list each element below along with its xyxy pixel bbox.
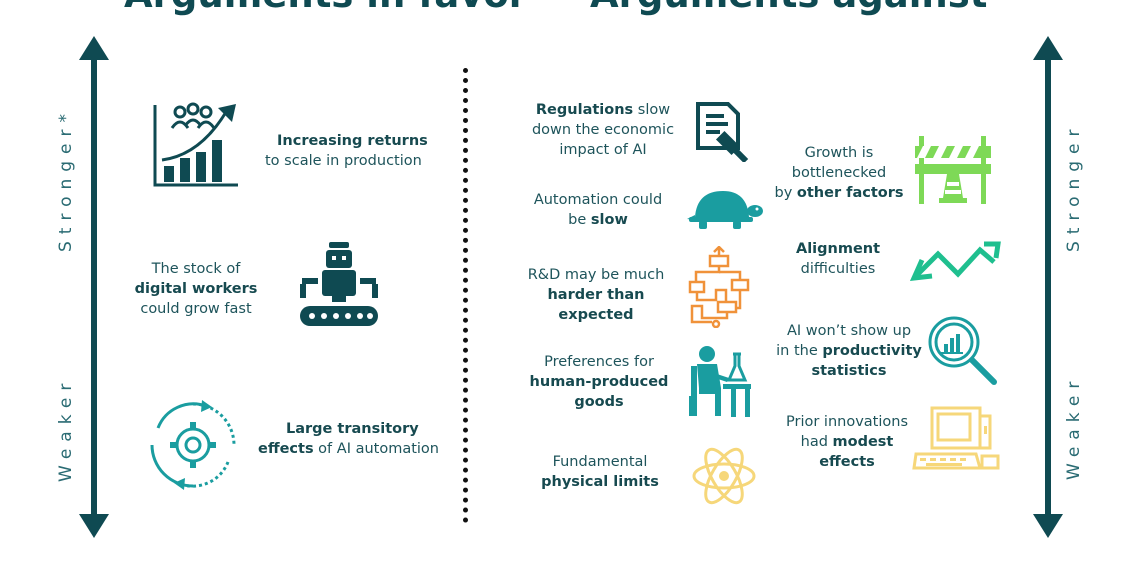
- turtle-icon: [687, 191, 763, 229]
- favor-increasing-returns-text: Increasing returns to scale in productio…: [265, 131, 428, 171]
- favor-digital-workers-text: The stock of digital workers could grow …: [126, 259, 266, 319]
- text-bold: Regulations: [535, 102, 634, 118]
- road-barrier-icon: [915, 136, 991, 204]
- robot-conveyor-icon: [300, 242, 378, 326]
- text-bold: slow: [590, 212, 628, 228]
- axis-label-stronger-left: Stronger*: [56, 107, 76, 252]
- text-bold: expected: [558, 307, 634, 323]
- favor-transitory-effects-text: Large transitory effects of AI automatio…: [258, 419, 439, 459]
- axis-arrow-up: [79, 36, 109, 60]
- text-line: Automation could: [533, 192, 663, 208]
- text-line: of AI automation: [313, 441, 439, 457]
- gear-cycle-icon: [150, 400, 236, 490]
- text-line: difficulties: [800, 261, 876, 277]
- against-automation-slow-text: Automation could be slow: [528, 190, 668, 230]
- text-bold: harder than: [547, 287, 645, 303]
- against-regulations-text: Regulations slow down the economic impac…: [528, 100, 678, 160]
- text-line: Fundamental: [552, 454, 648, 470]
- text-line: down the economic: [531, 122, 675, 138]
- text-line: impact of AI: [559, 142, 647, 158]
- text-bold: Increasing returns: [277, 133, 428, 149]
- atom-icon: [692, 447, 756, 505]
- text-line: Prior innovations: [786, 414, 908, 430]
- text-line: had: [800, 434, 833, 450]
- text-line: bottlenecked: [791, 165, 887, 181]
- text-line: slow: [633, 102, 671, 118]
- text-bold: productivity: [822, 343, 922, 359]
- text-bold: physical limits: [541, 474, 659, 490]
- text-bold: effects: [819, 454, 875, 470]
- against-rd-harder-text: R&D may be much harder than expected: [525, 265, 667, 325]
- axis-arrow-down: [1033, 514, 1063, 538]
- heading-arguments-against: Arguments against: [590, 0, 987, 16]
- axis-arrow-up: [1033, 36, 1063, 60]
- against-alignment-text: Alignment difficulties: [782, 239, 894, 279]
- maze-flowchart-icon: [688, 246, 750, 328]
- document-gavel-icon: [696, 102, 749, 162]
- axis-line: [91, 58, 97, 516]
- against-bottlenecked-text: Growth is bottlenecked by other factors: [766, 143, 912, 203]
- axis-label-weaker-right: Weaker: [1064, 374, 1084, 480]
- text-line: Preferences for: [544, 354, 654, 370]
- text-bold: goods: [574, 394, 624, 410]
- zigzag-arrows-icon: [909, 241, 1001, 281]
- text-line: by: [774, 185, 797, 201]
- text-bold: digital workers: [134, 281, 258, 297]
- text-line: to scale in production: [265, 153, 422, 169]
- axis-line: [1045, 58, 1051, 516]
- text-line: AI won’t show up: [786, 323, 912, 339]
- against-human-goods-text: Preferences for human-produced goods: [528, 352, 670, 412]
- column-divider: [463, 68, 468, 523]
- text-bold: other factors: [796, 185, 904, 201]
- text-line: in the: [776, 343, 823, 359]
- text-line: Growth is: [804, 145, 874, 161]
- text-bold: Alignment: [795, 241, 881, 257]
- against-physical-limits-text: Fundamental physical limits: [540, 452, 660, 492]
- retro-computer-icon: [912, 406, 1000, 470]
- against-productivity-stats-text: AI won’t show up in the productivity sta…: [772, 321, 926, 381]
- axis-label-weaker-left: Weaker: [56, 376, 76, 482]
- scientist-lab-icon: [689, 346, 751, 417]
- text-line: could grow fast: [140, 301, 252, 317]
- magnifier-chart-icon: [928, 316, 997, 385]
- rising-chart-people-icon: [153, 102, 238, 187]
- axis-arrow-down: [79, 514, 109, 538]
- against-prior-innovations-text: Prior innovations had modest effects: [779, 412, 915, 472]
- text-bold: effects: [258, 441, 314, 457]
- text-bold: Large transitory: [286, 421, 419, 437]
- text-bold: modest: [832, 434, 894, 450]
- text-bold: statistics: [811, 363, 887, 379]
- text-line: R&D may be much: [527, 267, 665, 283]
- heading-arguments-in-favor: Arguments in favor: [124, 0, 527, 16]
- text-line: The stock of: [151, 261, 241, 277]
- text-line: be: [568, 212, 591, 228]
- axis-label-stronger-right: Stronger: [1064, 122, 1084, 253]
- text-bold: human-produced: [529, 374, 669, 390]
